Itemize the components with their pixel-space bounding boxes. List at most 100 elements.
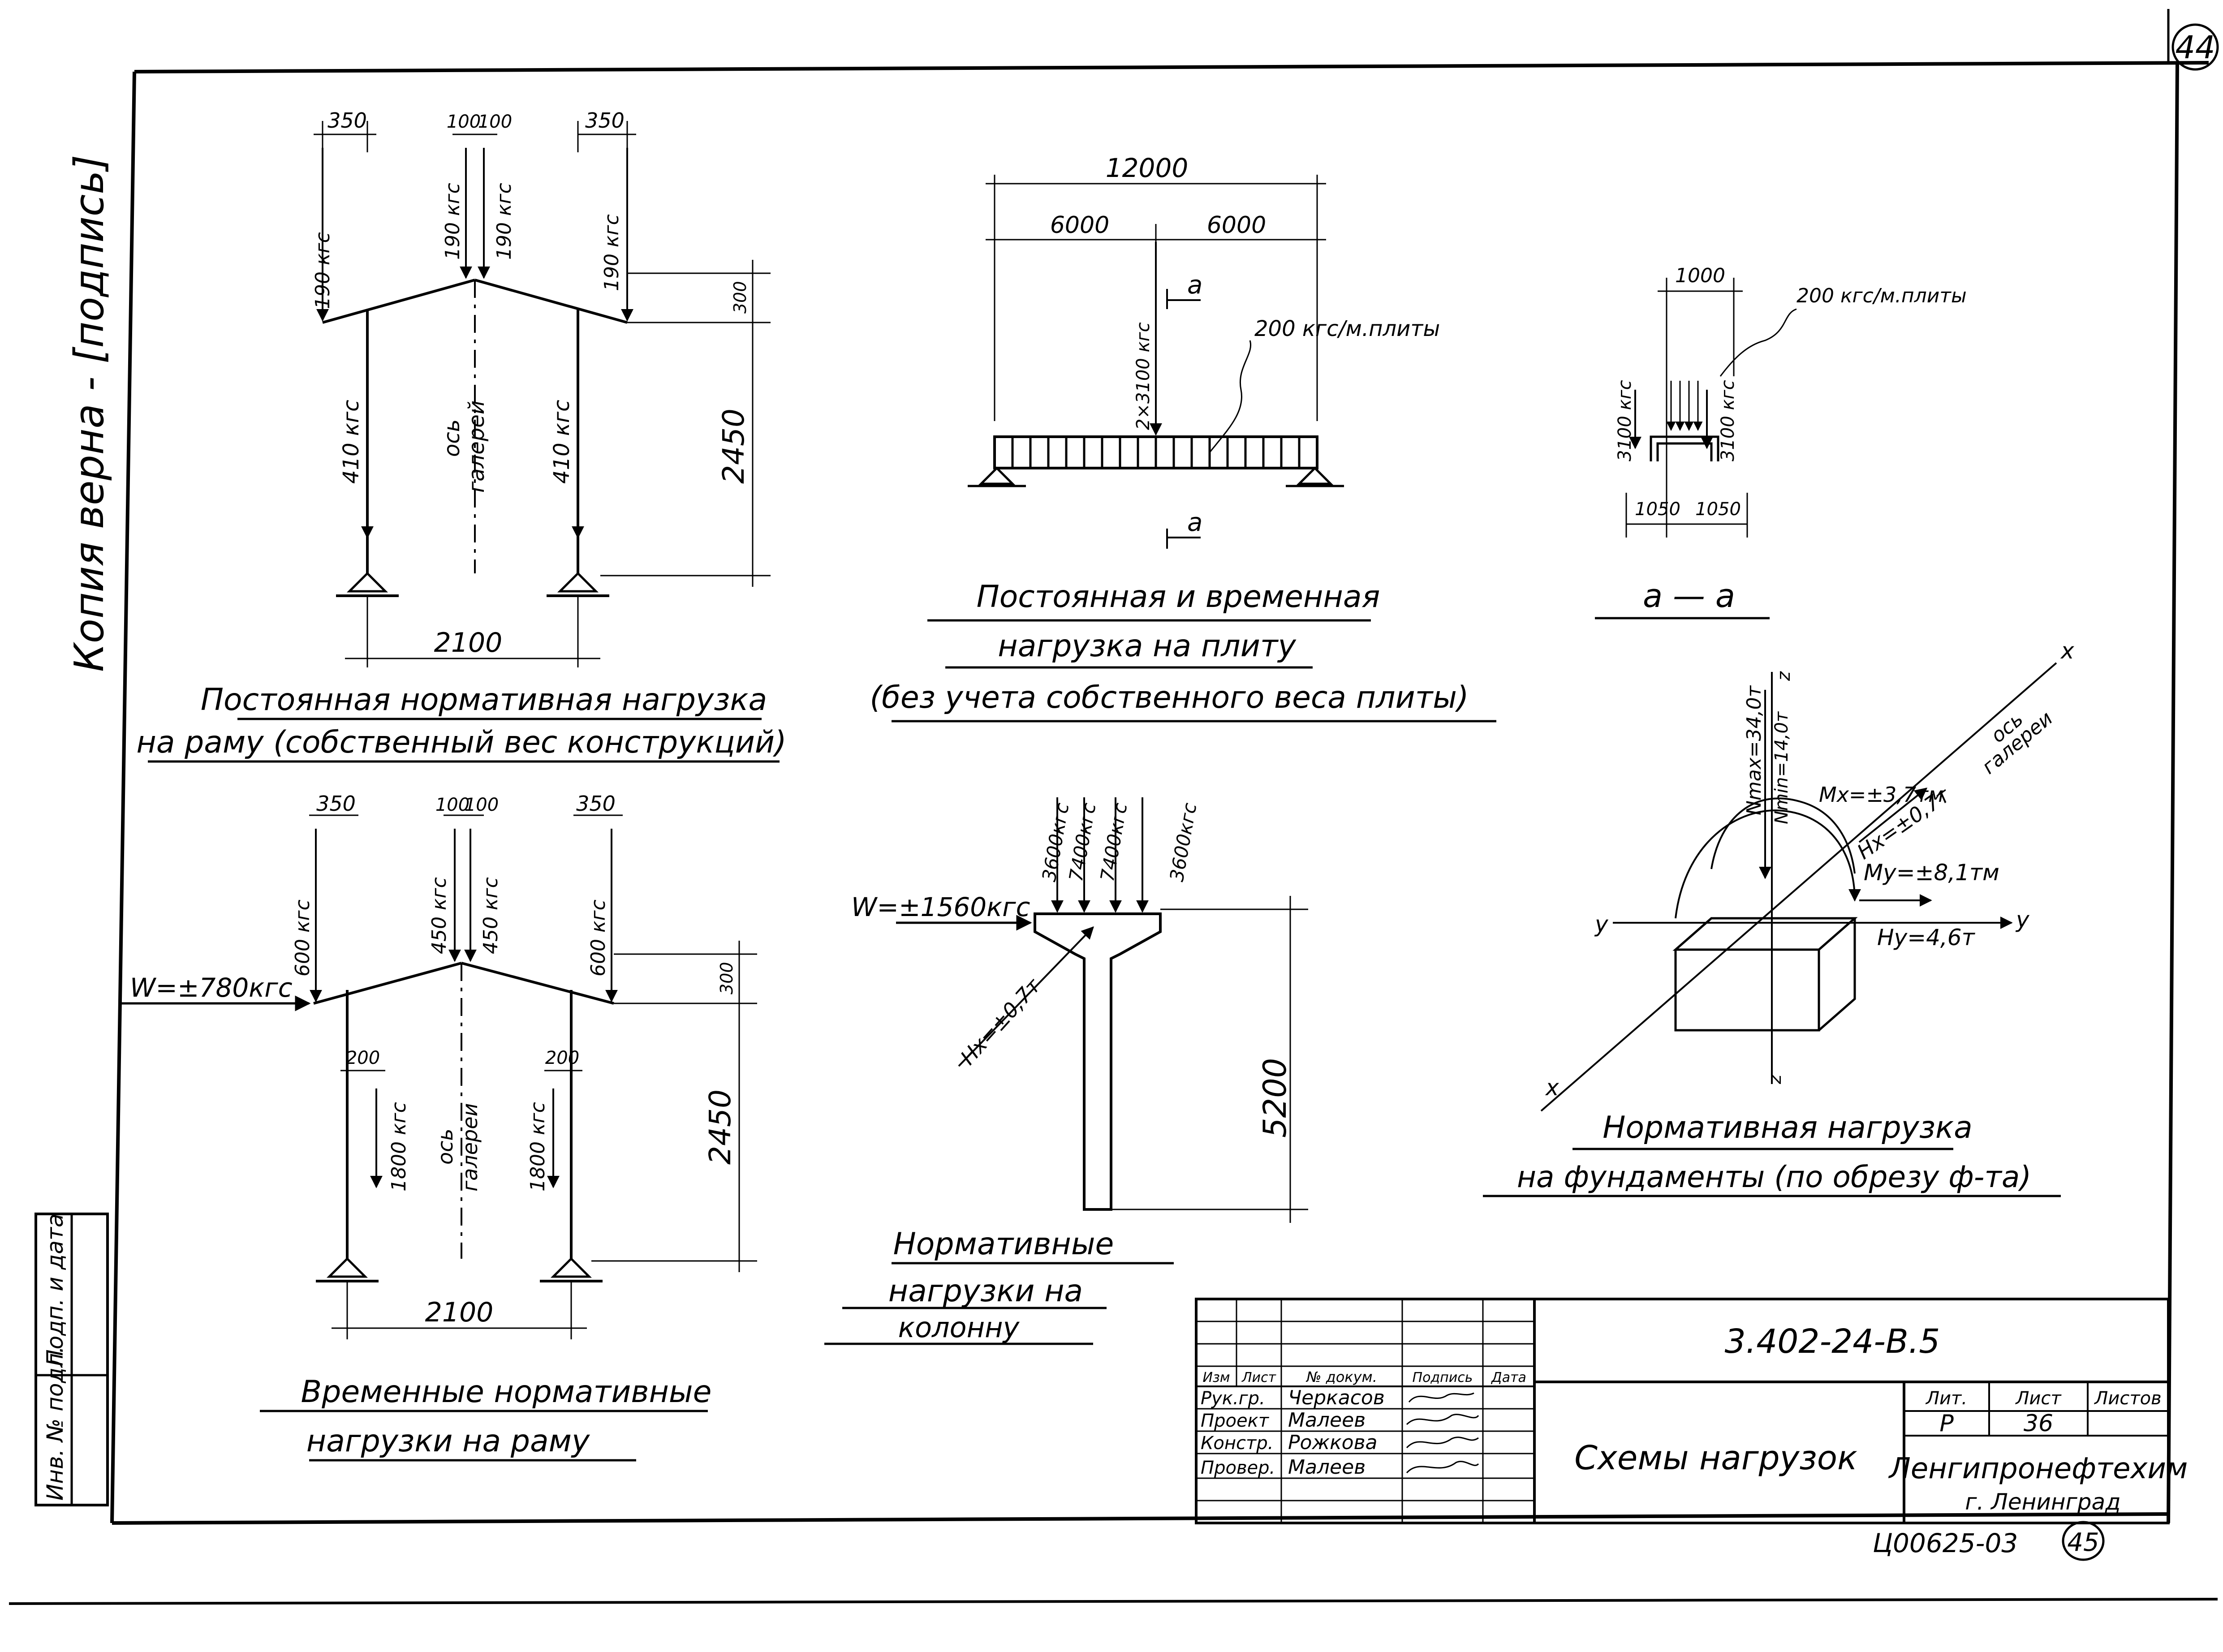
page-number-bottom-text: 45 xyxy=(2067,1528,2099,1557)
title-role-4: Провер. xyxy=(1201,1458,1275,1478)
title-role-1: Рук.гр. xyxy=(1201,1388,1265,1409)
frame1-dim-span: 2100 xyxy=(434,627,503,658)
column-scheme xyxy=(896,797,1308,1223)
frame2-offset-right: 200 xyxy=(545,1048,579,1068)
section-aa-dim-right: 1050 xyxy=(1695,499,1741,520)
column-height: 5200 xyxy=(1257,1058,1293,1138)
slab-section-mark-top: а xyxy=(1187,271,1202,300)
section-aa-dim-left: 1050 xyxy=(1635,499,1680,520)
frame1-axis-label-2: галерей xyxy=(464,400,489,493)
frame2-load-top-1: 600 кгс xyxy=(291,899,314,977)
title-org-city: г. Ленинград xyxy=(1965,1489,2121,1515)
frame1-load-top-4: 190 кгс xyxy=(600,214,623,291)
frame2-load-top-4: 600 кгс xyxy=(587,899,610,977)
frame2-dim-350-right: 350 xyxy=(576,792,616,816)
foundation-axis-z-bottom: z xyxy=(1765,1074,1785,1084)
archive-number: Ц00625-03 xyxy=(1873,1528,2018,1558)
foundation-nmax: Nmax=34,0т xyxy=(1743,685,1766,815)
page-number-bottom: 45 xyxy=(2062,1521,2105,1561)
sheet-frame xyxy=(9,9,2218,1605)
frame2-dim-rise: 300 xyxy=(717,962,737,994)
column-wind-load: W=±1560кгс xyxy=(851,892,1030,922)
frame-temporary xyxy=(121,814,757,1339)
title-sheet-title: Схемы нагрузок xyxy=(1574,1439,1857,1477)
title-org-name: Ленгипронефтехим xyxy=(1888,1452,2188,1485)
title-block xyxy=(1195,1298,2170,1524)
frame2-caption-2: нагрузки на раму xyxy=(306,1424,590,1459)
title-name-2: Малеев xyxy=(1288,1409,1366,1432)
title-stage-value-sheet: 36 xyxy=(2024,1410,2053,1437)
foundation-caption-1: Нормативная нагрузка xyxy=(1603,1110,1973,1145)
frame1-dim-350-left: 350 xyxy=(327,108,367,133)
title-stage-value-lit: Р xyxy=(1939,1410,1954,1437)
frame2-axis-label-2: галереи xyxy=(458,1103,482,1192)
column-load-3: 7400кгс xyxy=(1096,801,1132,883)
column-caption-1: Нормативные xyxy=(893,1226,1114,1262)
page-number-top: 44 xyxy=(2171,23,2219,71)
slab-caption-1: Постоянная и временная xyxy=(977,579,1380,615)
title-col-doc: № докум. xyxy=(1305,1368,1377,1385)
frame2-load-top-2: 450 кгс xyxy=(428,877,451,954)
frame2-dim-100-right: 100 xyxy=(465,795,499,815)
frame1-load-top-1: 190 кгс xyxy=(311,232,334,309)
frame-permanent xyxy=(314,121,771,667)
frame2-load-top-3: 450 кгс xyxy=(479,877,502,954)
title-stage-label-sheets: Листов xyxy=(2094,1388,2161,1409)
side-stamp: Инв. № подл. Подп. и дата xyxy=(34,1213,109,1506)
title-col-sign: Подпись xyxy=(1413,1370,1473,1385)
title-name-3: Рожкова xyxy=(1288,1431,1377,1454)
title-name-1: Черкасов xyxy=(1288,1386,1385,1409)
foundation-axis-y-right: y xyxy=(2015,907,2030,933)
section-aa-width: 1000 xyxy=(1675,264,1725,287)
frame2-wind-load: W=±780кгс xyxy=(130,972,293,1003)
column-caption-2: нагрузки на xyxy=(888,1273,1083,1309)
foundation-mx: Mx=±3,7тм xyxy=(1819,783,1944,807)
slab-caption-2: нагрузка на плиту xyxy=(998,628,1296,664)
frame1-load-col-left: 410 кгс xyxy=(339,400,364,484)
title-doc-code: 3.402-24-В.5 xyxy=(1725,1322,1940,1361)
section-aa-caption: а — а xyxy=(1643,577,1735,615)
column-load-4: 3600кгс xyxy=(1166,801,1201,883)
title-stage-label-lit: Лит. xyxy=(1925,1388,1967,1409)
slab-scheme xyxy=(968,175,1344,549)
title-col-list: Лист xyxy=(1241,1370,1277,1385)
foundation-caption-2: на фундаменты (по обрезу ф-та) xyxy=(1517,1160,2031,1194)
frame1-dim-100-right: 100 xyxy=(478,112,512,132)
frame2-dim-350-left: 350 xyxy=(316,792,356,816)
slab-distributed-load: 200 кгс/м.плиты xyxy=(1254,316,1440,341)
copy-certified-note: Копия верна - [подпись] xyxy=(66,155,113,672)
frame1-load-top-2: 190 кгс xyxy=(441,183,464,260)
slab-half-left: 6000 xyxy=(1050,212,1109,239)
frame1-caption-1: Постоянная нормативная нагрузка xyxy=(201,682,767,718)
foundation-axis-x-start: x xyxy=(1545,1075,1559,1101)
section-aa-load-left: 3100 кгс xyxy=(1615,380,1635,461)
frame2-dim-100-left: 100 xyxy=(435,795,470,815)
section-aa xyxy=(1625,278,1797,538)
title-name-4: Малеев xyxy=(1288,1456,1366,1479)
frame2-axis-label-1: ось xyxy=(433,1128,457,1165)
title-col-date: Дата xyxy=(1491,1370,1526,1385)
foundation-nmin: Nmin=14,0т xyxy=(1771,711,1792,824)
slab-length-total: 12000 xyxy=(1106,153,1189,183)
foundation-my: My=±8,1тм xyxy=(1864,860,1999,886)
frame1-load-top-3: 190 кгс xyxy=(493,183,516,260)
title-col-izm: Изм xyxy=(1202,1370,1230,1385)
foundation-axis-x-end: x xyxy=(2060,638,2074,664)
frame2-dim-span: 2100 xyxy=(425,1297,494,1328)
column-caption-3: колонну xyxy=(898,1311,1020,1344)
frame1-load-col-right: 410 кгс xyxy=(549,400,574,484)
frame2-dim-height: 2450 xyxy=(703,1089,737,1165)
frame2-caption-1: Временные нормативные xyxy=(301,1374,712,1410)
frame1-caption-2: на раму (собственный вес конструкций) xyxy=(136,725,786,760)
frame2-offset-left: 200 xyxy=(346,1048,380,1068)
signatures xyxy=(1406,1392,1479,1474)
title-role-3: Констр. xyxy=(1201,1433,1273,1454)
frame2-load-col-left: 1800 кгс xyxy=(388,1102,410,1192)
foundation-axis-z-top: z xyxy=(1774,671,1794,681)
title-role-2: Проект xyxy=(1201,1411,1270,1431)
slab-section-mark-bottom: а xyxy=(1187,508,1202,537)
section-aa-distributed: 200 кгс/м.плиты xyxy=(1796,284,1967,307)
foundation-hy: Hy=4,6т xyxy=(1877,925,1976,951)
frame1-dim-100-left: 100 xyxy=(447,112,481,132)
